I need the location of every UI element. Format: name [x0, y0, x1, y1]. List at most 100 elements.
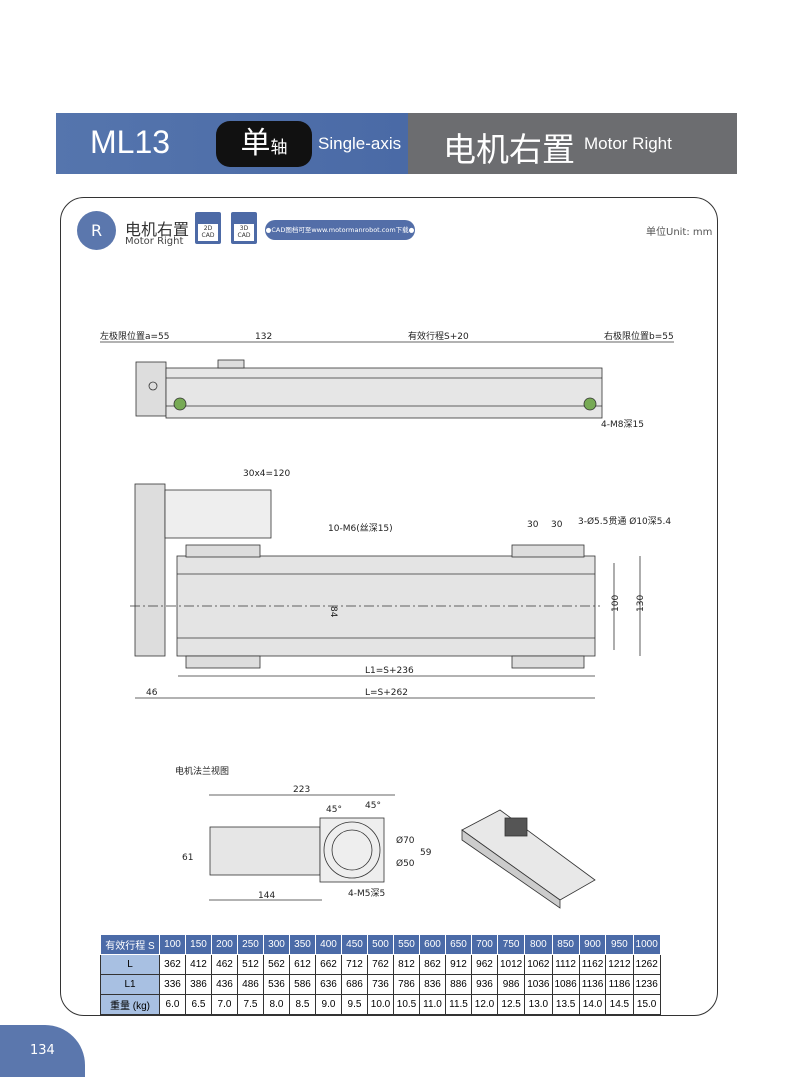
table-cell: 9.0	[315, 994, 342, 1015]
svg-text:45°: 45°	[326, 805, 342, 815]
table-cell: 800	[524, 934, 553, 955]
header-right-band	[408, 113, 737, 174]
table-cell: 1136	[578, 974, 607, 995]
table-cell: 612	[289, 954, 316, 975]
table-cell: 550	[393, 934, 420, 955]
cad-2d-icon[interactable]: 2D CAD	[195, 212, 221, 244]
table-cell: 1086	[551, 974, 580, 995]
table-cell: 362	[159, 954, 186, 975]
svg-text:59: 59	[420, 848, 432, 858]
svg-text:46: 46	[146, 688, 158, 698]
svg-text:45°: 45°	[365, 801, 381, 811]
svg-text:130: 130	[636, 595, 646, 612]
table-cell: 712	[341, 954, 368, 975]
table-cell: 500	[367, 934, 394, 955]
table-cell: 11.5	[445, 994, 472, 1015]
side-view: 左极限位置a=55 132 有效行程S+20 右极限位置b=55 4-M8深15	[100, 330, 674, 430]
table-cell: 512	[237, 954, 264, 975]
svg-text:Ø70: Ø70	[396, 835, 415, 846]
table-cell: 9.5	[341, 994, 368, 1015]
table-cell: 462	[211, 954, 238, 975]
svg-text:144: 144	[258, 891, 275, 901]
cad-3d-icon[interactable]: 3D CAD	[231, 212, 257, 244]
svg-text:223: 223	[293, 785, 310, 795]
svg-text:30x4=120: 30x4=120	[243, 469, 290, 479]
table-cell: 900	[578, 934, 607, 955]
table-cell: 750	[496, 934, 526, 955]
table-cell: 412	[185, 954, 212, 975]
table-cell: 400	[315, 934, 342, 955]
table-cell: 986	[496, 974, 526, 995]
table-cell: 812	[393, 954, 420, 975]
table-cell: 1000	[632, 934, 661, 955]
model-name: ML13	[90, 124, 171, 160]
table-cell: 6.0	[159, 994, 186, 1015]
table-cell: 450	[341, 934, 368, 955]
svg-text:L=S+262: L=S+262	[365, 688, 408, 698]
header-title-en: Motor Right	[584, 134, 672, 153]
svg-text:L1=S+236: L1=S+236	[365, 666, 414, 676]
table-cell: 386	[185, 974, 212, 995]
page-number: 134	[0, 1025, 85, 1077]
table-cell: 1262	[632, 954, 661, 975]
table-cell: 936	[471, 974, 498, 995]
unit-label: 单位Unit: mm	[646, 227, 713, 238]
table-cell: 662	[315, 954, 342, 975]
table-cell: 10.5	[393, 994, 420, 1015]
table-cell: 8.5	[289, 994, 316, 1015]
table-cell: L1	[100, 974, 160, 995]
svg-text:左极限位置a=55: 左极限位置a=55	[100, 330, 170, 342]
svg-text:右极限位置b=55: 右极限位置b=55	[604, 330, 674, 342]
table-cell: 300	[263, 934, 290, 955]
table-cell: 8.0	[263, 994, 290, 1015]
table-cell: 600	[419, 934, 446, 955]
table-cell: 15.0	[632, 994, 661, 1015]
svg-text:61: 61	[182, 853, 193, 863]
svg-text:4-M8深15: 4-M8深15	[601, 419, 644, 430]
table-cell: 12.0	[471, 994, 498, 1015]
table-cell: 962	[471, 954, 498, 975]
svg-text:有效行程S+20: 有效行程S+20	[408, 330, 469, 342]
table-cell: 10.0	[367, 994, 394, 1015]
table-cell: 7.5	[237, 994, 264, 1015]
table-cell: 1036	[524, 974, 553, 995]
table-cell: 650	[445, 934, 472, 955]
svg-text:4-M5深5: 4-M5深5	[348, 888, 385, 899]
axis-pill: 单轴	[216, 121, 312, 167]
table-cell: 重量 (kg)	[100, 994, 160, 1015]
table-cell: 6.5	[185, 994, 212, 1015]
table-cell: 1162	[578, 954, 607, 975]
table-cell: L	[100, 954, 160, 975]
table-cell: 150	[185, 934, 212, 955]
table-cell: 100	[159, 934, 186, 955]
table-cell: 1062	[524, 954, 553, 975]
table-cell: 1012	[496, 954, 526, 975]
svg-text:30: 30	[551, 520, 563, 530]
table-cell: 912	[445, 954, 472, 975]
svg-text:30: 30	[527, 520, 539, 530]
svg-text:132: 132	[255, 332, 272, 342]
table-cell: 336	[159, 974, 186, 995]
table-cell: 13.5	[551, 994, 580, 1015]
section-badge: R	[77, 211, 116, 250]
section-title-cn: 电机右置	[125, 220, 190, 239]
table-cell: 886	[445, 974, 472, 995]
isometric-view	[461, 809, 596, 909]
content-frame	[60, 197, 718, 1016]
table-cell: 950	[605, 934, 634, 955]
flange-view: 电机法兰视图 223 45° 45° Ø70 Ø50 59 61 144 4-M…	[175, 765, 432, 901]
table-cell: 636	[315, 974, 342, 995]
cad-download-link[interactable]: ●CAD图档可至www.motormanrobot.com下载●	[265, 220, 415, 240]
table-cell: 686	[341, 974, 368, 995]
table-cell: 536	[263, 974, 290, 995]
table-cell: 700	[471, 934, 498, 955]
table-cell: 562	[263, 954, 290, 975]
table-cell: 250	[237, 934, 264, 955]
svg-text:Ø50: Ø50	[396, 858, 415, 869]
table-cell: 1112	[551, 954, 580, 975]
table-cell: 350	[289, 934, 316, 955]
